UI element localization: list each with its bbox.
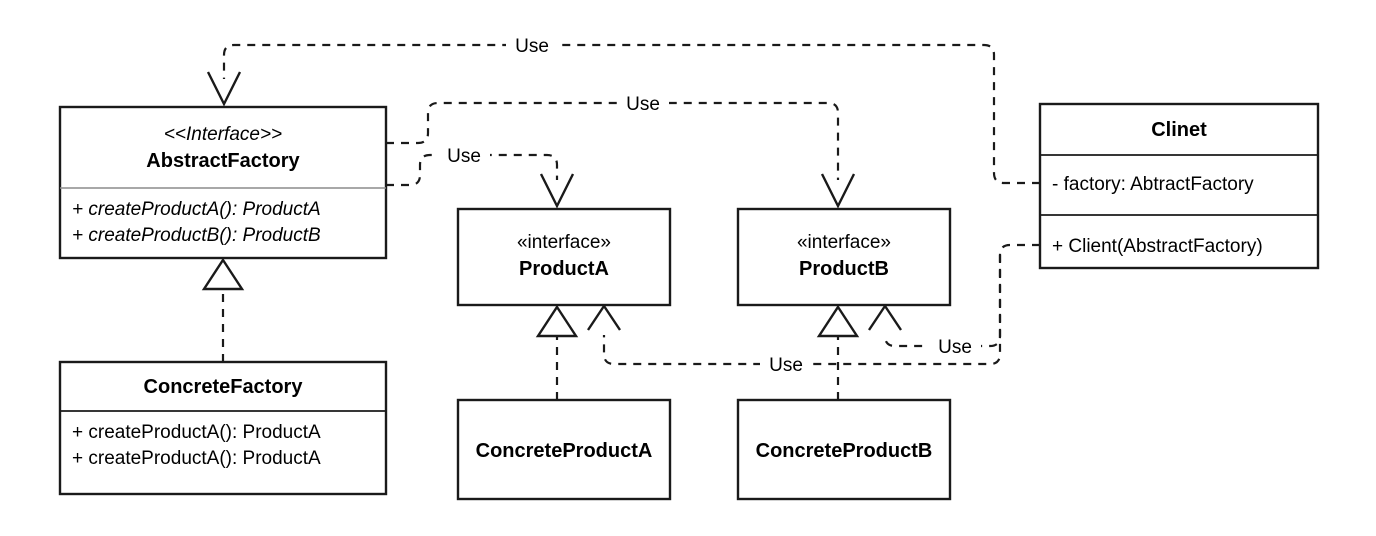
abstractfactory-outline xyxy=(58,105,388,260)
concreteproductb-title: ConcreteProductB xyxy=(756,440,933,462)
dependency-client-productb: Use xyxy=(868,255,1002,358)
use-label-abstractfactory-producta: Use xyxy=(447,146,481,167)
open-arrow-icon-client-pa xyxy=(587,303,621,331)
concretefactory-title: ConcreteFactory xyxy=(144,376,304,398)
productb-stereotype: «interface» xyxy=(797,232,891,253)
abstractfactory-title: AbstractFactory xyxy=(146,150,300,172)
realization-concretefactory-abstractfactory xyxy=(201,257,245,362)
use-label-bg-3 xyxy=(438,143,490,167)
hollow-triangle-icon-cf-af xyxy=(201,257,245,291)
client-attribute: - factory: AbtractFactory xyxy=(1052,174,1254,195)
concreteproductb-outline xyxy=(736,398,952,501)
use-label-bg-5 xyxy=(929,334,981,358)
use-label-abstractfactory-productb: Use xyxy=(626,94,660,115)
dependency-abstractfactory-productb: Use xyxy=(386,91,856,209)
class-box-concreteproducta[interactable]: ConcreteProductA xyxy=(456,398,672,501)
class-box-producta[interactable]: «interface» ProductA xyxy=(456,207,672,307)
abstractfactory-member-0: + createProductA(): ProductA xyxy=(72,199,321,220)
class-box-client[interactable]: Clinet - factory: AbtractFactory + Clien… xyxy=(1038,102,1320,270)
client-title: Clinet xyxy=(1151,119,1207,141)
concreteproducta-title: ConcreteProductA xyxy=(476,440,653,462)
open-arrow-icon-client-af xyxy=(206,71,242,107)
hollow-triangle-icon-cpa-pa xyxy=(535,304,579,338)
open-arrow-icon-client-pb xyxy=(868,303,902,331)
class-box-productb[interactable]: «interface» ProductB xyxy=(736,207,952,307)
productb-title: ProductB xyxy=(799,258,889,280)
dependency-line-af-pa xyxy=(386,153,559,187)
dependency-client-abstractfactory: Use xyxy=(206,33,1040,185)
hollow-triangle-icon-cpb-pb xyxy=(816,304,860,338)
use-label-client-abstractfactory: Use xyxy=(515,36,549,57)
dependency-client-producta: Use xyxy=(587,243,1040,376)
producta-stereotype: «interface» xyxy=(517,232,611,253)
dependency-line-client-pa xyxy=(602,243,1040,366)
dependency-abstractfactory-producta: Use xyxy=(386,143,575,209)
client-outline xyxy=(1038,102,1320,270)
realization-concreteproducta-producta xyxy=(535,304,579,400)
productb-outline xyxy=(736,207,952,307)
client-operation: + Client(AbstractFactory) xyxy=(1052,236,1263,257)
use-label-bg-2 xyxy=(617,91,669,115)
abstractfactory-stereotype: <<Interface>> xyxy=(164,124,282,145)
abstractfactory-member-1: + createProductB(): ProductB xyxy=(72,225,321,246)
realization-concreteproductb-productb xyxy=(816,304,860,400)
producta-title: ProductA xyxy=(519,258,609,280)
open-arrow-icon-af-pa xyxy=(539,173,575,209)
class-box-concretefactory[interactable]: ConcreteFactory + createProductA(): Prod… xyxy=(58,360,388,496)
use-label-bg-1 xyxy=(506,33,558,57)
producta-outline xyxy=(456,207,672,307)
dependency-line-af-pb xyxy=(386,101,840,180)
class-box-abstractfactory[interactable]: <<Interface>> AbstractFactory + createPr… xyxy=(58,105,388,260)
use-label-bg-4 xyxy=(760,352,812,376)
concretefactory-member-0: + createProductA(): ProductA xyxy=(72,422,321,443)
concretefactory-outline xyxy=(58,360,388,496)
use-label-concreteproductb-client: Use xyxy=(938,337,972,358)
use-label-concreteproducta-client: Use xyxy=(769,355,803,376)
concretefactory-member-1: + createProductA(): ProductA xyxy=(72,448,321,469)
open-arrow-icon-af-pb xyxy=(820,173,856,209)
concreteproducta-outline xyxy=(456,398,672,501)
class-box-concreteproductb[interactable]: ConcreteProductB xyxy=(736,398,952,501)
